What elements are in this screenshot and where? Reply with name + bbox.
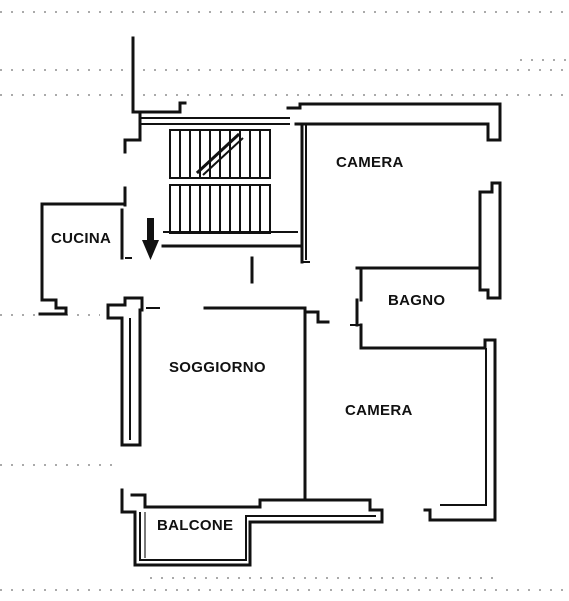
entry-arrow-icon bbox=[142, 218, 159, 260]
walls bbox=[38, 36, 502, 567]
door-marks bbox=[125, 257, 361, 326]
scan-noise-lines bbox=[0, 11, 569, 591]
room-label-bagno: BAGNO bbox=[388, 292, 446, 309]
room-label-cucina: CUCINA bbox=[51, 230, 112, 247]
room-label-camera-bottom: CAMERA bbox=[345, 402, 413, 419]
room-label-soggiorno: SOGGIORNO bbox=[169, 359, 266, 376]
room-label-camera-top: CAMERA bbox=[336, 154, 404, 171]
room-label-balcone: BALCONE bbox=[157, 517, 234, 534]
staircase-icon bbox=[169, 129, 271, 234]
